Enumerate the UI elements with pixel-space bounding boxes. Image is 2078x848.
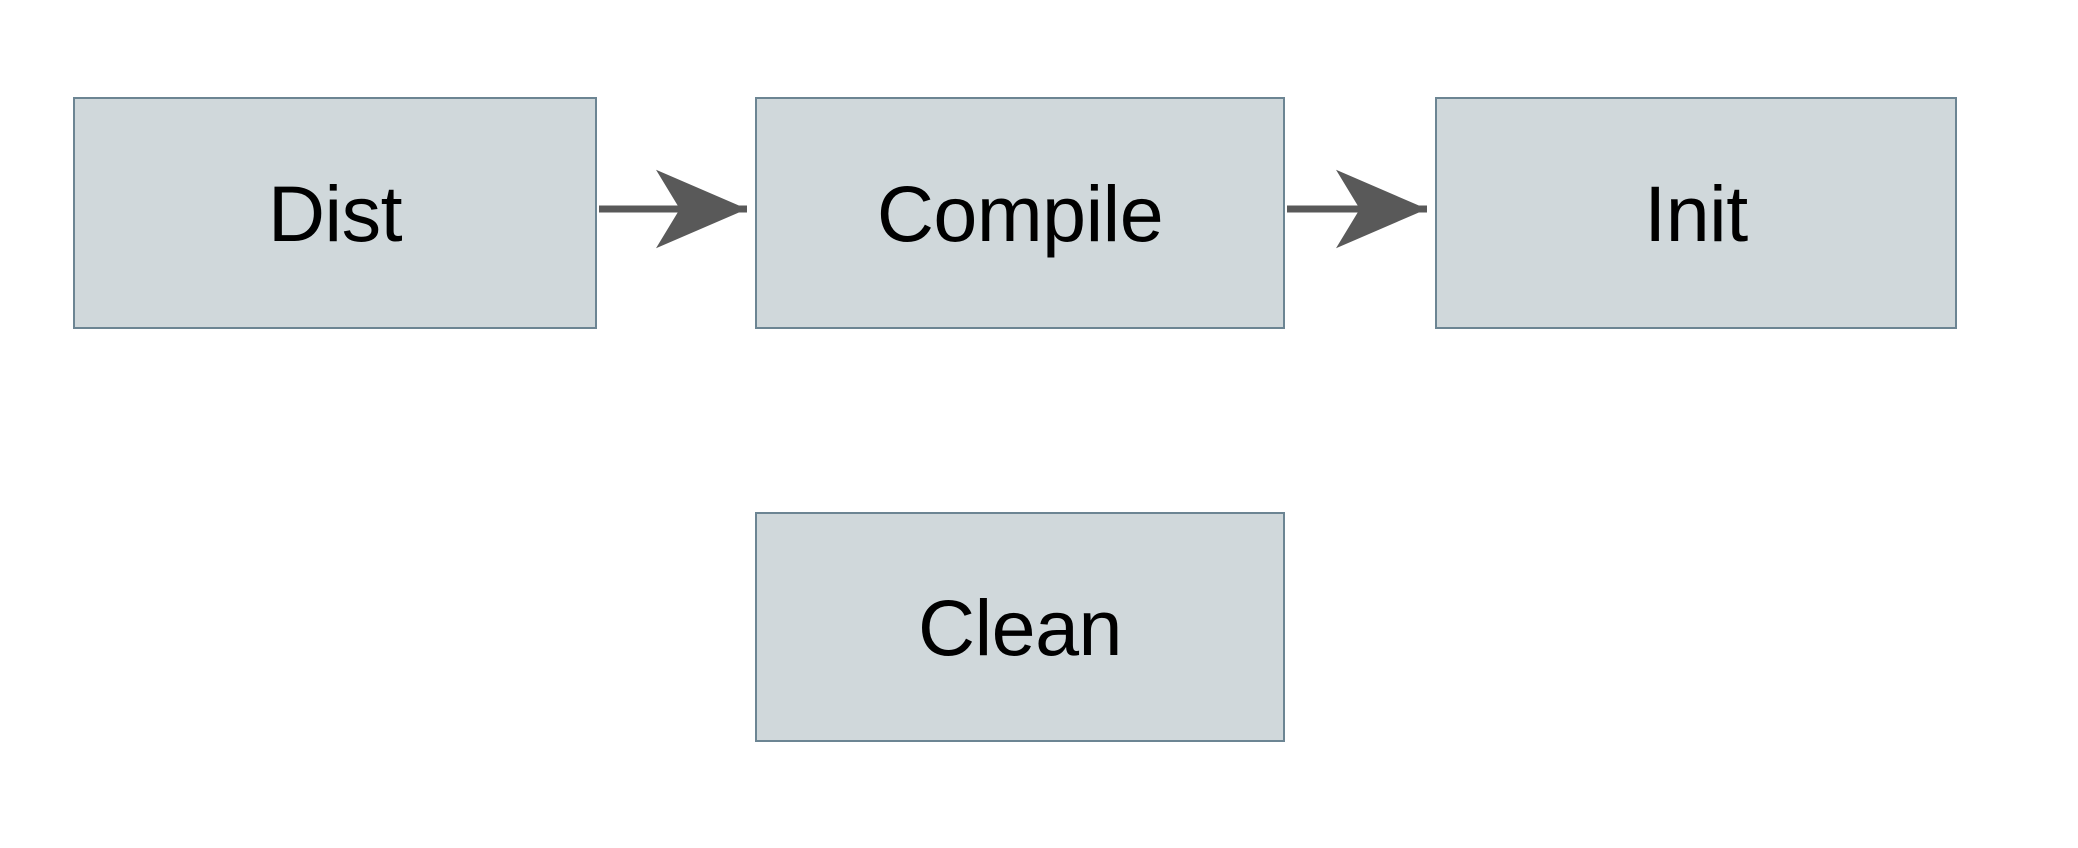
node-label: Dist xyxy=(267,168,403,258)
node-dist[interactable]: Dist xyxy=(73,97,597,329)
node-clean[interactable]: Clean xyxy=(755,512,1285,742)
node-label: Init xyxy=(1644,168,1748,258)
node-label: Clean xyxy=(918,582,1122,672)
node-compile[interactable]: Compile xyxy=(755,97,1285,329)
node-init[interactable]: Init xyxy=(1435,97,1957,329)
node-label: Compile xyxy=(876,168,1164,258)
